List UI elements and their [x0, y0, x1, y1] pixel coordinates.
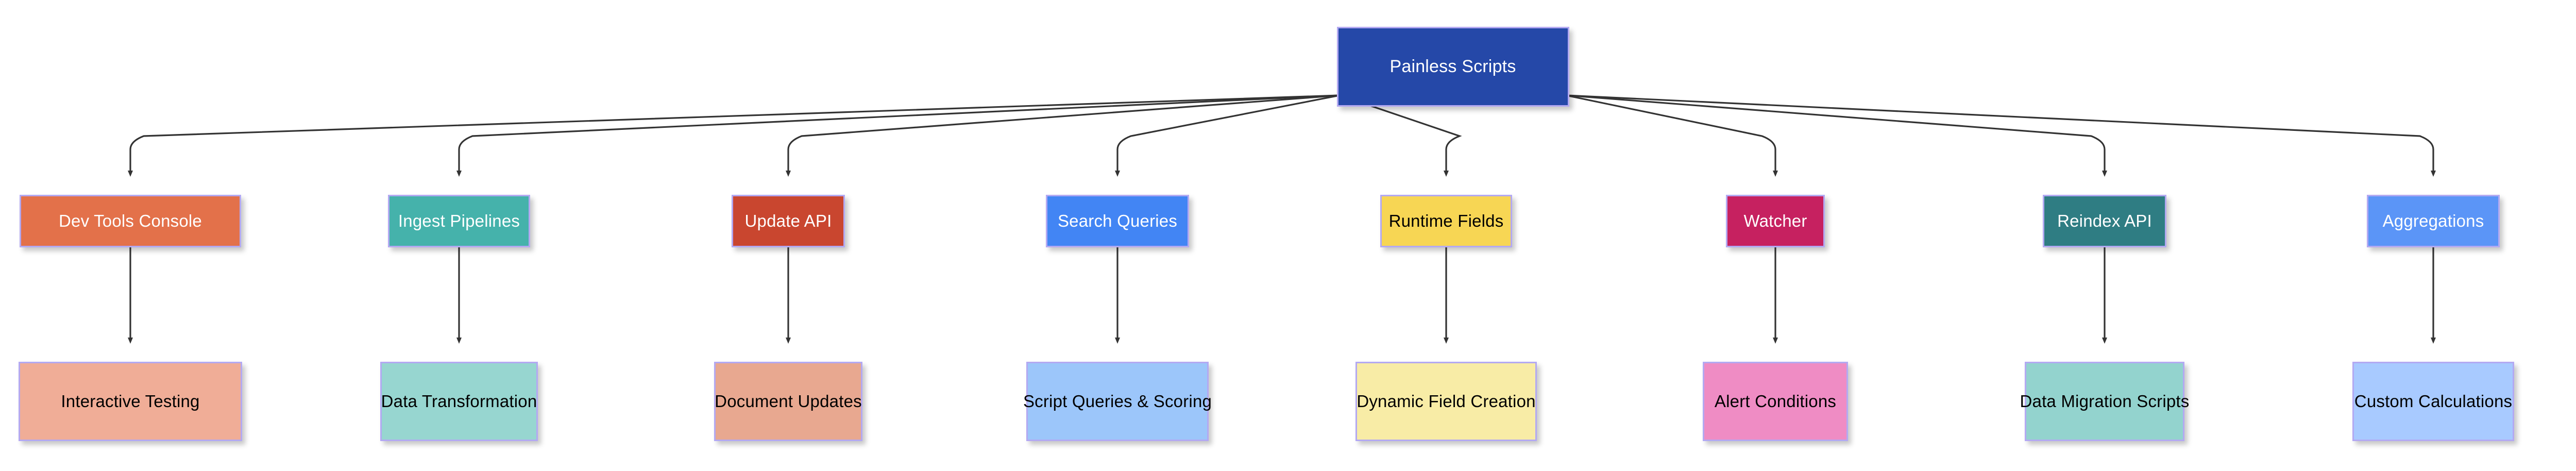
node-ingest-pipelines-label: Ingest Pipelines — [398, 211, 520, 230]
edge-root-to-watcher — [1565, 94, 1778, 177]
node-reindex-api-label: Reindex API — [2057, 211, 2152, 230]
node-search-queries-label: Search Queries — [1057, 211, 1178, 230]
node-runtime-fields[interactable]: Runtime Fields — [1380, 195, 1512, 247]
edge-root-to-update-api — [786, 94, 1341, 177]
node-ingest-pipelines[interactable]: Ingest Pipelines — [388, 195, 530, 247]
edge-root-to-search-queries — [1115, 94, 1341, 177]
node-reindex-api[interactable]: Reindex API — [2043, 195, 2166, 247]
node-painless-scripts-label: Painless Scripts — [1389, 56, 1516, 76]
node-dev-tools-console[interactable]: Dev Tools Console — [20, 195, 241, 247]
node-data-migration-scripts-label: Data Migration Scripts — [2020, 391, 2190, 411]
node-interactive-testing-label: Interactive Testing — [61, 391, 200, 411]
node-alert-conditions[interactable]: Alert Conditions — [1703, 362, 1848, 441]
node-data-transformation-label: Data Transformation — [381, 391, 537, 411]
node-painless-scripts[interactable]: Painless Scripts — [1336, 27, 1569, 107]
node-data-transformation[interactable]: Data Transformation — [380, 362, 538, 441]
node-runtime-fields-label: Runtime Fields — [1388, 211, 1504, 230]
node-dynamic-field-creation-label: Dynamic Field Creation — [1357, 391, 1536, 411]
node-custom-calculations[interactable]: Custom Calculations — [2352, 362, 2514, 441]
node-watcher[interactable]: Watcher — [1726, 195, 1825, 247]
node-alert-conditions-label: Alert Conditions — [1714, 391, 1837, 411]
node-update-api-label: Update API — [744, 211, 832, 230]
node-aggregations-label: Aggregations — [2382, 211, 2484, 230]
edge-root-to-runtime-fields — [1338, 94, 1462, 177]
node-search-queries[interactable]: Search Queries — [1046, 195, 1189, 247]
node-document-updates[interactable]: Document Updates — [714, 362, 862, 441]
edge-root-to-ingest-pipelines — [456, 94, 1341, 177]
node-script-queries-scoring[interactable]: Script Queries & Scoring — [1023, 362, 1212, 441]
edge-root-to-reindex-api — [1565, 94, 2107, 177]
node-dev-tools-console-label: Dev Tools Console — [59, 211, 202, 230]
node-interactive-testing[interactable]: Interactive Testing — [19, 362, 242, 441]
node-custom-calculations-label: Custom Calculations — [2354, 391, 2513, 411]
edge-root-to-aggregations — [1565, 94, 2436, 177]
node-data-migration-scripts[interactable]: Data Migration Scripts — [2020, 362, 2189, 441]
node-watcher-label: Watcher — [1743, 211, 1807, 230]
node-aggregations[interactable]: Aggregations — [2367, 195, 2500, 247]
node-update-api[interactable]: Update API — [732, 195, 845, 247]
node-script-queries-scoring-label: Script Queries & Scoring — [1023, 391, 1212, 411]
node-document-updates-label: Document Updates — [715, 391, 862, 411]
edge-root-to-dev-tools-console — [128, 94, 1341, 177]
node-dynamic-field-creation[interactable]: Dynamic Field Creation — [1355, 362, 1537, 441]
